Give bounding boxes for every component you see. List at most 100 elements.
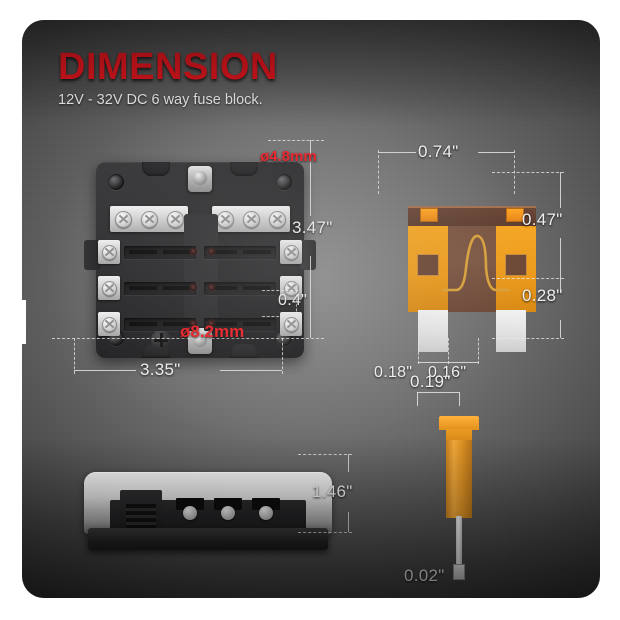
terminal-screw (166, 210, 184, 228)
page-title: DIMENSION (58, 46, 278, 88)
blade-fuse-front-view (400, 192, 544, 352)
dim-line-sideblock-upper (348, 454, 349, 472)
side-screw-2 (221, 506, 235, 520)
dim-line-blade-widths (418, 362, 478, 363)
side-slot-3 (252, 498, 280, 510)
fuse-top-cap (408, 206, 536, 226)
negative-stud-bottom (188, 328, 212, 354)
dim-line-block-width-right (220, 370, 282, 371)
fuse-window-left (417, 254, 439, 276)
side-screw-1 (183, 506, 197, 520)
dim-line-blade-height-lower (560, 320, 561, 338)
dim-label-fuse-body-height: 0.47" (522, 210, 563, 229)
dim-line-pitch (296, 290, 297, 316)
fuse-cap-tab-left (420, 208, 438, 222)
dim-line-body-height-lower (560, 238, 561, 278)
dim-label-fuse-blade-height: 0.28" (522, 286, 563, 305)
dim-line-block-height-lower (310, 256, 311, 338)
left-edge-notch (0, 300, 26, 344)
side-terminal-row3-right (280, 312, 302, 336)
page-subtitle: 12V - 32V DC 6 way fuse block. (58, 92, 263, 108)
dim-label-slot-pitch: 0.4" (278, 292, 308, 309)
ext-line-pitch-top (262, 290, 298, 291)
dim-line-side-thickness (417, 392, 459, 393)
dim-line-blade-height-upper (560, 278, 561, 292)
dim-label-side-thickness: 0.19" (410, 372, 451, 391)
led-indicator-row3-right (208, 320, 215, 327)
dim-label-block-width: 3.35" (140, 360, 181, 379)
header: DIMENSION 12V - 32V DC 6 way fuse block. (58, 48, 278, 108)
ext-line-blade-a (418, 338, 419, 364)
fuse-block-front-view (84, 162, 316, 358)
ext-line-sideblock-bottom (298, 532, 352, 533)
side-screw-3 (259, 506, 273, 520)
terminal-screw (101, 316, 117, 332)
side-main-terminal (120, 490, 162, 534)
ext-line-fuse-blade-bottom (492, 338, 564, 339)
dim-line-body-height-upper (560, 172, 561, 208)
dim-label-blade-width-outer: 0.18" (374, 364, 413, 381)
ext-line-block-left (74, 338, 75, 374)
callout-hole-large: ø8.2mm (180, 322, 245, 341)
led-indicator-row1-right (208, 248, 215, 255)
fuse-blade-right (496, 310, 526, 352)
terminal-screw (101, 280, 117, 296)
side-terminal-row2-left (98, 276, 120, 300)
ext-line-fuse-body-bottom (492, 278, 564, 279)
ground-screw-bottom-left (151, 330, 171, 350)
terminal-screw (140, 210, 158, 228)
center-led-pad (184, 214, 218, 326)
ext-line-block-right (282, 338, 283, 374)
side-slot-2 (214, 498, 242, 510)
dim-label-blade-thickness: 0.02" (404, 566, 445, 585)
terminal-screw (283, 280, 299, 296)
side-terminal-row1-left (98, 240, 120, 264)
dim-label-block-height: 3.47" (292, 218, 333, 237)
side-slot-1 (176, 498, 204, 510)
dim-line-block-height-upper (310, 140, 311, 216)
ext-line-block-top (268, 140, 324, 141)
fuse-side-blade-tip (453, 564, 465, 580)
side-base (88, 528, 328, 550)
mounting-ear-right (300, 240, 316, 270)
terminal-strip-left (110, 206, 188, 232)
fuse-slot-row3-left (124, 318, 196, 331)
fuse-slot-row3-right (204, 318, 276, 331)
mount-hole-top-right (276, 174, 292, 190)
terminal-screw (242, 210, 260, 228)
fuse-block-side-view (84, 472, 332, 552)
ext-line-sideblock-top (298, 454, 352, 455)
fuse-blade-left (418, 310, 448, 352)
fuse-slot-row2-right (204, 282, 276, 295)
fuse-side-body (446, 440, 472, 518)
ext-line-fuse-left (378, 150, 379, 194)
terminal-screw (101, 244, 117, 260)
dim-line-block-width-left (74, 370, 136, 371)
mount-hole-top-left (108, 174, 124, 190)
ext-line-block-bottom (52, 338, 324, 339)
dim-label-sideblock-height: 1.46" (312, 482, 353, 501)
positive-stud-top (188, 166, 212, 192)
cover-tab-notch-bottom-right (230, 344, 258, 358)
ext-line-fuse-body-top (492, 172, 564, 173)
fuse-side-blade (456, 516, 462, 578)
dim-label-blade-gap: 0.16" (428, 364, 467, 381)
fuse-slot-row1-right (204, 246, 276, 259)
callout-hole-small: ø4.8mm (260, 148, 317, 165)
side-terminal-row1-right (280, 240, 302, 264)
dim-line-fuse-width-left (378, 152, 416, 153)
cover-tab-notch-right (230, 162, 258, 176)
led-indicator-row2-right (208, 284, 215, 291)
led-indicator-row2-left (190, 284, 197, 291)
fuse-slot-row2-left (124, 282, 196, 295)
side-terminal-row3-left (98, 312, 120, 336)
dim-line-sideblock-lower (348, 512, 349, 532)
dim-line-fuse-width-right (478, 152, 514, 153)
ext-line-side-thickness-right (459, 392, 460, 406)
ext-line-pitch-bottom (262, 316, 298, 317)
fuse-side-neck (446, 429, 472, 441)
ext-line-side-thickness-left (417, 392, 418, 406)
dim-label-fuse-width: 0.74" (418, 142, 459, 161)
fuse-window-right (505, 254, 527, 276)
